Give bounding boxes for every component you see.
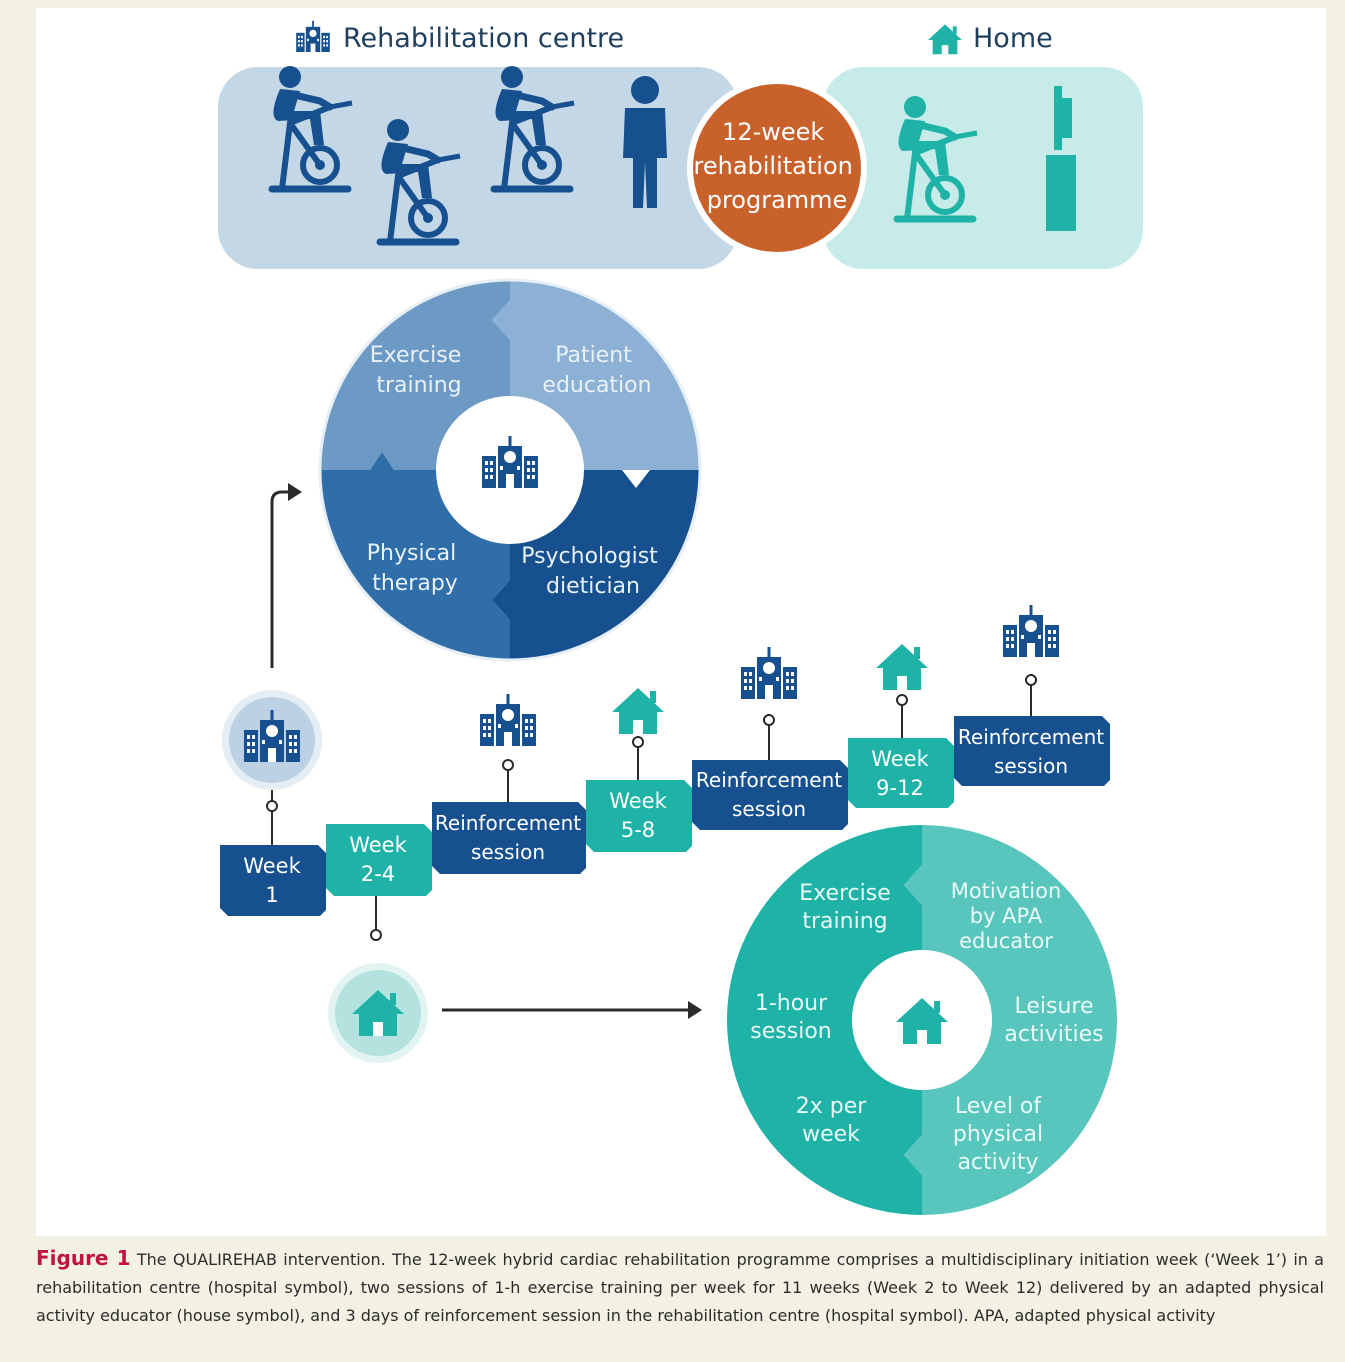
timeline-step-week-5-8: [586, 780, 692, 852]
hospital-icon: [296, 20, 330, 52]
home-wheel-right: [904, 825, 1117, 1215]
hospital-icon: [480, 694, 536, 746]
figure-panel: Rehabilitation centre Home 12-week rehab…: [36, 8, 1326, 1236]
house-icon: [928, 24, 962, 55]
timeline-step-week-9-12: [848, 738, 954, 808]
centre-panel: [218, 67, 738, 269]
hospital-icon: [1003, 605, 1059, 657]
quadrant-label: Psychologist dietician: [521, 544, 665, 599]
diagram-svg: Rehabilitation centre Home 12-week rehab…: [218, 20, 1143, 1215]
hospital-icon: [741, 647, 797, 699]
timeline-step-reinforcement-3: [954, 716, 1110, 786]
arrow-to-centre-wheel: [270, 483, 302, 668]
home-wheel-left: [727, 825, 922, 1215]
figure-label: Figure 1: [36, 1246, 131, 1270]
quadrant-label: Physical therapy: [367, 541, 464, 596]
quadrant-label: Exercise training: [370, 343, 469, 398]
timeline-step-reinforcement-1: [432, 802, 586, 874]
programme-label: 12-week rehabilitation programme: [694, 118, 861, 214]
home-badge: [328, 896, 428, 1063]
caption-text: The QUALIREHAB intervention. The 12-week…: [36, 1250, 1324, 1325]
timeline-step-reinforcement-2: [692, 760, 848, 830]
timeline-step-week-1: [220, 845, 326, 916]
centre-title: Rehabilitation centre: [343, 23, 624, 54]
figure-caption: Figure 1 The QUALIREHAB intervention. Th…: [36, 1244, 1324, 1330]
home-title: Home: [973, 23, 1053, 54]
timeline-step-week-2-4: [326, 824, 432, 896]
quadrant-label: Patient education: [542, 343, 651, 398]
smartwatch-icon: [1046, 86, 1076, 231]
week1-hospital-badge: [222, 690, 322, 845]
home-panel: [823, 67, 1143, 269]
top-panel: Rehabilitation centre Home 12-week rehab…: [218, 20, 1143, 269]
centre-wheel: Exercise training Patient education Phys…: [318, 278, 702, 662]
house-icon: [876, 644, 928, 690]
arrow-to-home-wheel: [442, 1001, 702, 1019]
house-icon: [612, 688, 664, 734]
programme-circle: [693, 84, 861, 252]
